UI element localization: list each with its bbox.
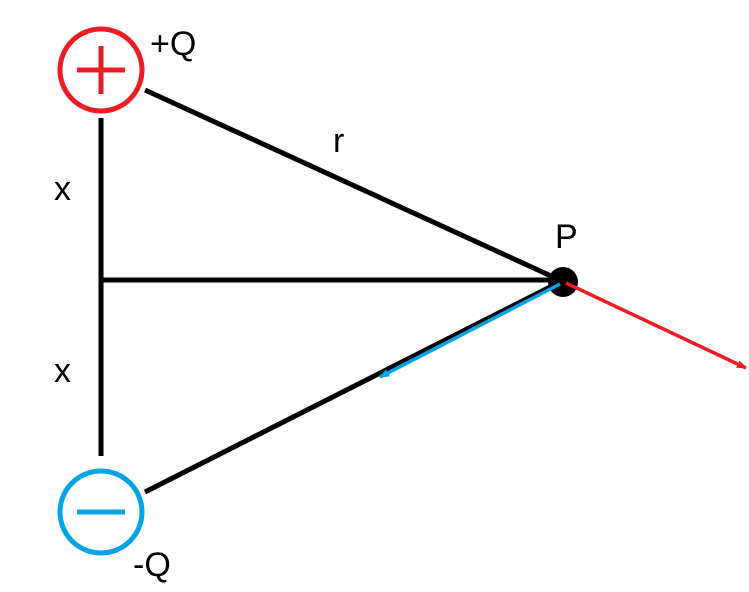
label-r: r [333, 122, 344, 160]
field-vector-positive [565, 281, 747, 370]
positive-charge-icon [57, 26, 145, 114]
point-p-dot [548, 267, 578, 297]
label-positive-charge: +Q [150, 25, 196, 63]
label-negative-charge: -Q [133, 546, 171, 584]
label-point-p: P [555, 218, 578, 256]
field-vector-negative [379, 282, 561, 379]
negative-charge-icon [57, 468, 145, 556]
line-r-bottom [143, 278, 564, 495]
line-r-top [143, 87, 564, 284]
label-x-bottom: x [54, 352, 71, 390]
label-x-top: x [54, 170, 71, 208]
